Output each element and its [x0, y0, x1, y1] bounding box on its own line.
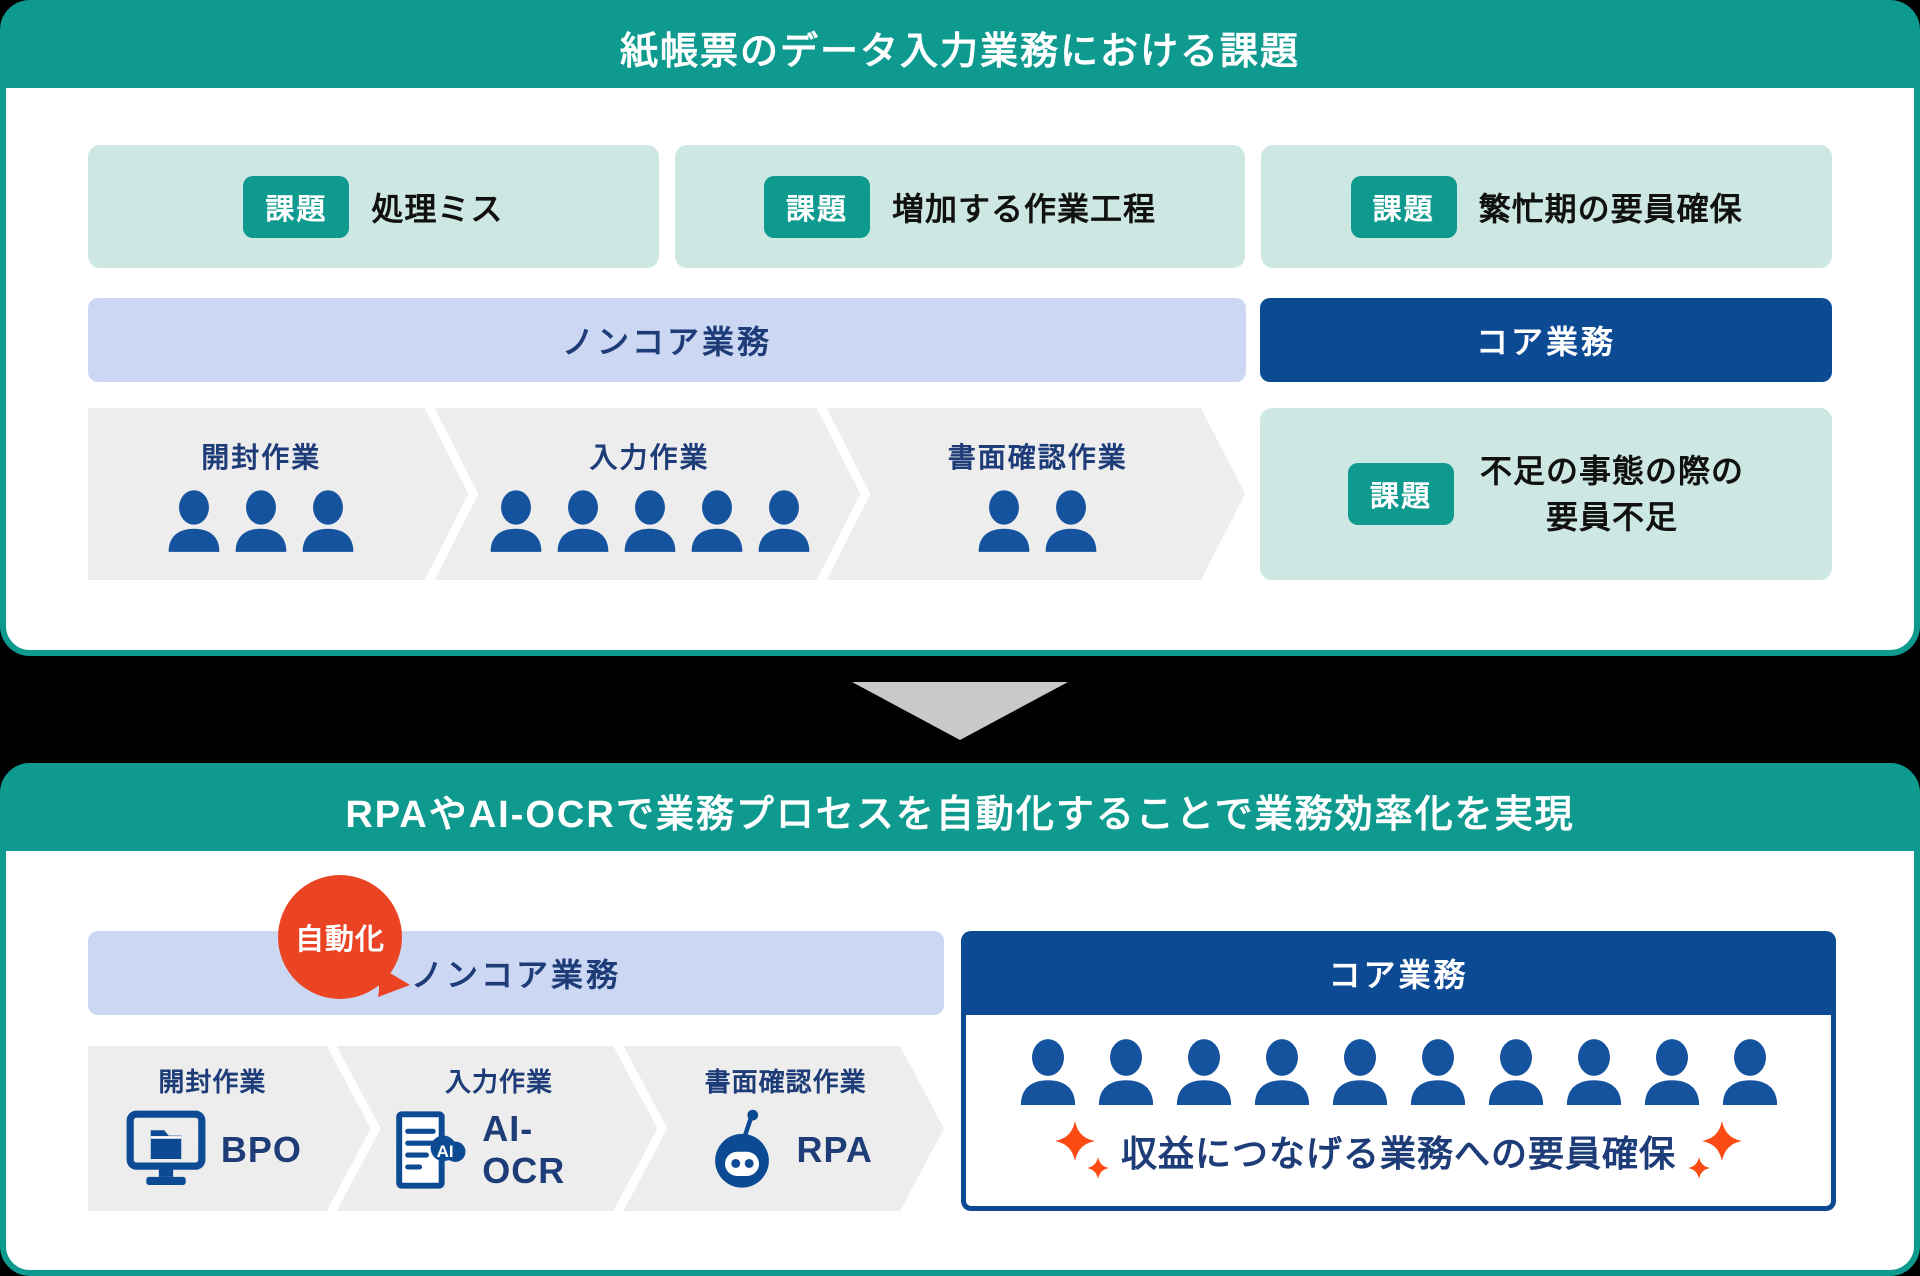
person-icon — [487, 490, 545, 552]
person-icon — [1329, 1038, 1391, 1105]
person-icon — [1251, 1038, 1313, 1105]
bubble-tail — [368, 961, 410, 997]
challenge-text: 増加する作業工程 — [892, 190, 1157, 227]
challenge-card-busy-season-staffing: 課題 繁忙期の要員確保 — [1261, 145, 1833, 268]
solution-panel: RPAやAI-OCRで業務プロセスを自動化することで業務効率化を実現 自動化 ノ… — [0, 763, 1920, 1276]
step-label: 入力作業 — [589, 442, 710, 473]
person-icon — [554, 490, 612, 552]
solution-name: AI-OCR — [482, 1108, 566, 1191]
core-work-label: コア業務 — [1475, 324, 1616, 360]
ai-label: AI — [436, 1142, 453, 1161]
problems-panel-header: 紙帳票のデータ入力業務における課題 — [6, 6, 1914, 88]
person-icon — [165, 490, 223, 552]
core-work-card-body: 収益につなげる業務への要員確保 — [961, 1015, 1836, 1211]
person-icon — [688, 490, 746, 552]
sparkle-icon — [1686, 1119, 1744, 1183]
person-icon — [1017, 1038, 1079, 1105]
automation-bubble-label: 自動化 — [294, 924, 385, 956]
noncore-work-bar: ノンコア業務 — [88, 298, 1246, 382]
step-opening-work-bpo: 開封作業 BPO — [88, 1046, 371, 1211]
solution-aiocr: AI AI-OCR — [389, 1107, 610, 1193]
challenge-card-increasing-steps: 課題 増加する作業工程 — [674, 145, 1246, 268]
step-label: 開封作業 — [201, 442, 322, 473]
step-label: 書面確認作業 — [947, 442, 1128, 473]
solution-name: RPA — [796, 1129, 873, 1170]
work-category-bars: ノンコア業務 コア業務 — [88, 298, 1832, 382]
noncore-work-label: ノンコア業務 — [410, 957, 621, 993]
step-label: 入力作業 — [445, 1067, 554, 1097]
solution-bpo: BPO — [123, 1107, 302, 1193]
challenge-text: 処理ミス — [371, 190, 504, 227]
challenge-badge: 課題 — [1350, 175, 1457, 238]
process-row: 開封作業 入力作業 — [88, 408, 1832, 580]
person-icon — [1042, 490, 1100, 552]
shortage-line1: 不足の事態の際の — [1480, 452, 1745, 489]
solution-name: BPO — [220, 1129, 302, 1170]
core-work-card-header: コア業務 — [961, 931, 1836, 1015]
person-icon — [975, 490, 1033, 552]
problems-panel: 紙帳票のデータ入力業務における課題 課題 処理ミス 課題 増加する作業工程 課題… — [0, 0, 1920, 656]
step-input-work-aiocr: 入力作業 AI AI-OCR — [337, 1046, 658, 1211]
solution-title: RPAやAI-OCRで業務プロセスを自動化することで業務効率化を実現 — [345, 793, 1575, 836]
person-icon — [1407, 1038, 1469, 1105]
problems-title: 紙帳票のデータ入力業務における課題 — [619, 30, 1300, 73]
core-message: 収益につなげる業務への要員確保 — [1120, 1132, 1676, 1174]
down-arrow-icon — [852, 682, 1068, 740]
step-document-check-rpa: 書面確認作業 RPA — [623, 1046, 944, 1211]
core-work-card: コア業務 — [961, 931, 1836, 1211]
automation-bubble: 自動化 — [278, 875, 410, 999]
staff-shortage-card: 課題 不足の事態の際の 要員不足 — [1260, 408, 1832, 580]
solution-rpa: RPA — [699, 1107, 873, 1193]
challenge-badge: 課題 — [243, 175, 350, 238]
step-input-work: 入力作業 — [435, 408, 861, 580]
shortage-line2: 要員不足 — [1546, 499, 1679, 535]
step-document-check-work: 書面確認作業 — [827, 408, 1246, 580]
noncore-work-label: ノンコア業務 — [561, 324, 772, 360]
shortage-text: 不足の事態の際の 要員不足 — [1480, 448, 1744, 541]
person-icon — [1563, 1038, 1625, 1105]
step-label: 書面確認作業 — [704, 1067, 867, 1097]
automated-process-steps: 開封作業 BPO 入力作業 — [88, 1046, 944, 1211]
solution-panel-header: RPAやAI-OCRで業務プロセスを自動化することで業務効率化を実現 — [6, 769, 1914, 851]
person-icon — [755, 490, 813, 552]
person-icon — [1485, 1038, 1547, 1105]
challenge-card-processing-errors: 課題 処理ミス — [88, 145, 659, 268]
step-label: 開封作業 — [158, 1067, 267, 1097]
ai-document-icon: AI — [389, 1107, 471, 1193]
workers-group — [975, 490, 1100, 552]
workers-group — [487, 490, 813, 552]
core-message-row: 収益につなげる業務への要員確保 — [1053, 1119, 1744, 1183]
person-icon — [621, 490, 679, 552]
person-icon — [232, 490, 290, 552]
noncore-work-bar-bottom: ノンコア業務 — [88, 931, 944, 1015]
sparkle-icon — [1053, 1119, 1111, 1183]
person-icon — [1719, 1038, 1781, 1105]
person-icon — [1641, 1038, 1703, 1105]
challenge-badge: 課題 — [763, 175, 870, 238]
workers-group — [165, 490, 357, 552]
core-work-bar: コア業務 — [1260, 298, 1832, 382]
challenge-text: 繁忙期の要員確保 — [1478, 190, 1743, 227]
challenge-badge: 課題 — [1347, 463, 1454, 525]
noncore-bar-wrap: 自動化 ノンコア業務 — [88, 875, 944, 1015]
step-opening-work: 開封作業 — [88, 408, 469, 580]
monitor-folder-icon — [123, 1107, 209, 1193]
core-workers-group — [1017, 1038, 1781, 1105]
person-icon — [1173, 1038, 1235, 1105]
person-icon — [299, 490, 357, 552]
core-work-label: コア業務 — [1328, 957, 1469, 993]
process-steps: 開封作業 入力作業 — [88, 408, 1245, 580]
robot-icon — [699, 1107, 785, 1193]
person-icon — [1095, 1038, 1157, 1105]
challenge-cards-row: 課題 処理ミス 課題 増加する作業工程 課題 繁忙期の要員確保 — [88, 145, 1833, 268]
